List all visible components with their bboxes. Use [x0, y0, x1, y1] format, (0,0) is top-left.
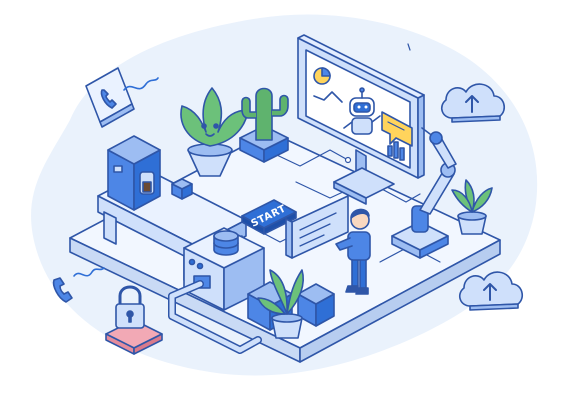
sparkle	[407, 43, 411, 51]
robotic-arm	[391, 127, 457, 259]
pie-chart-icon	[313, 67, 331, 85]
succulent-pot	[451, 179, 493, 235]
bar-chart-icon	[387, 141, 405, 161]
floating-panel	[285, 195, 349, 259]
small-cube	[171, 178, 193, 200]
phone-icon	[85, 67, 159, 128]
start-button	[241, 199, 297, 235]
cloud-upload-icon	[440, 83, 506, 123]
line-chart-icon	[313, 91, 343, 103]
phone-icon-small	[52, 267, 105, 303]
potted-plant	[257, 269, 304, 339]
cloud-upload-icon-lower	[458, 271, 524, 311]
cable-pipe	[168, 280, 262, 354]
cactus	[239, 87, 289, 163]
potted-plant-with-face	[180, 87, 249, 177]
blue-cube-right	[297, 283, 335, 327]
padlock-icon	[105, 285, 163, 355]
chat-bubble-icon	[381, 111, 413, 147]
coffee-machine	[107, 135, 161, 211]
robot-icon	[343, 87, 381, 135]
database-icon	[213, 230, 239, 256]
person	[335, 208, 371, 295]
